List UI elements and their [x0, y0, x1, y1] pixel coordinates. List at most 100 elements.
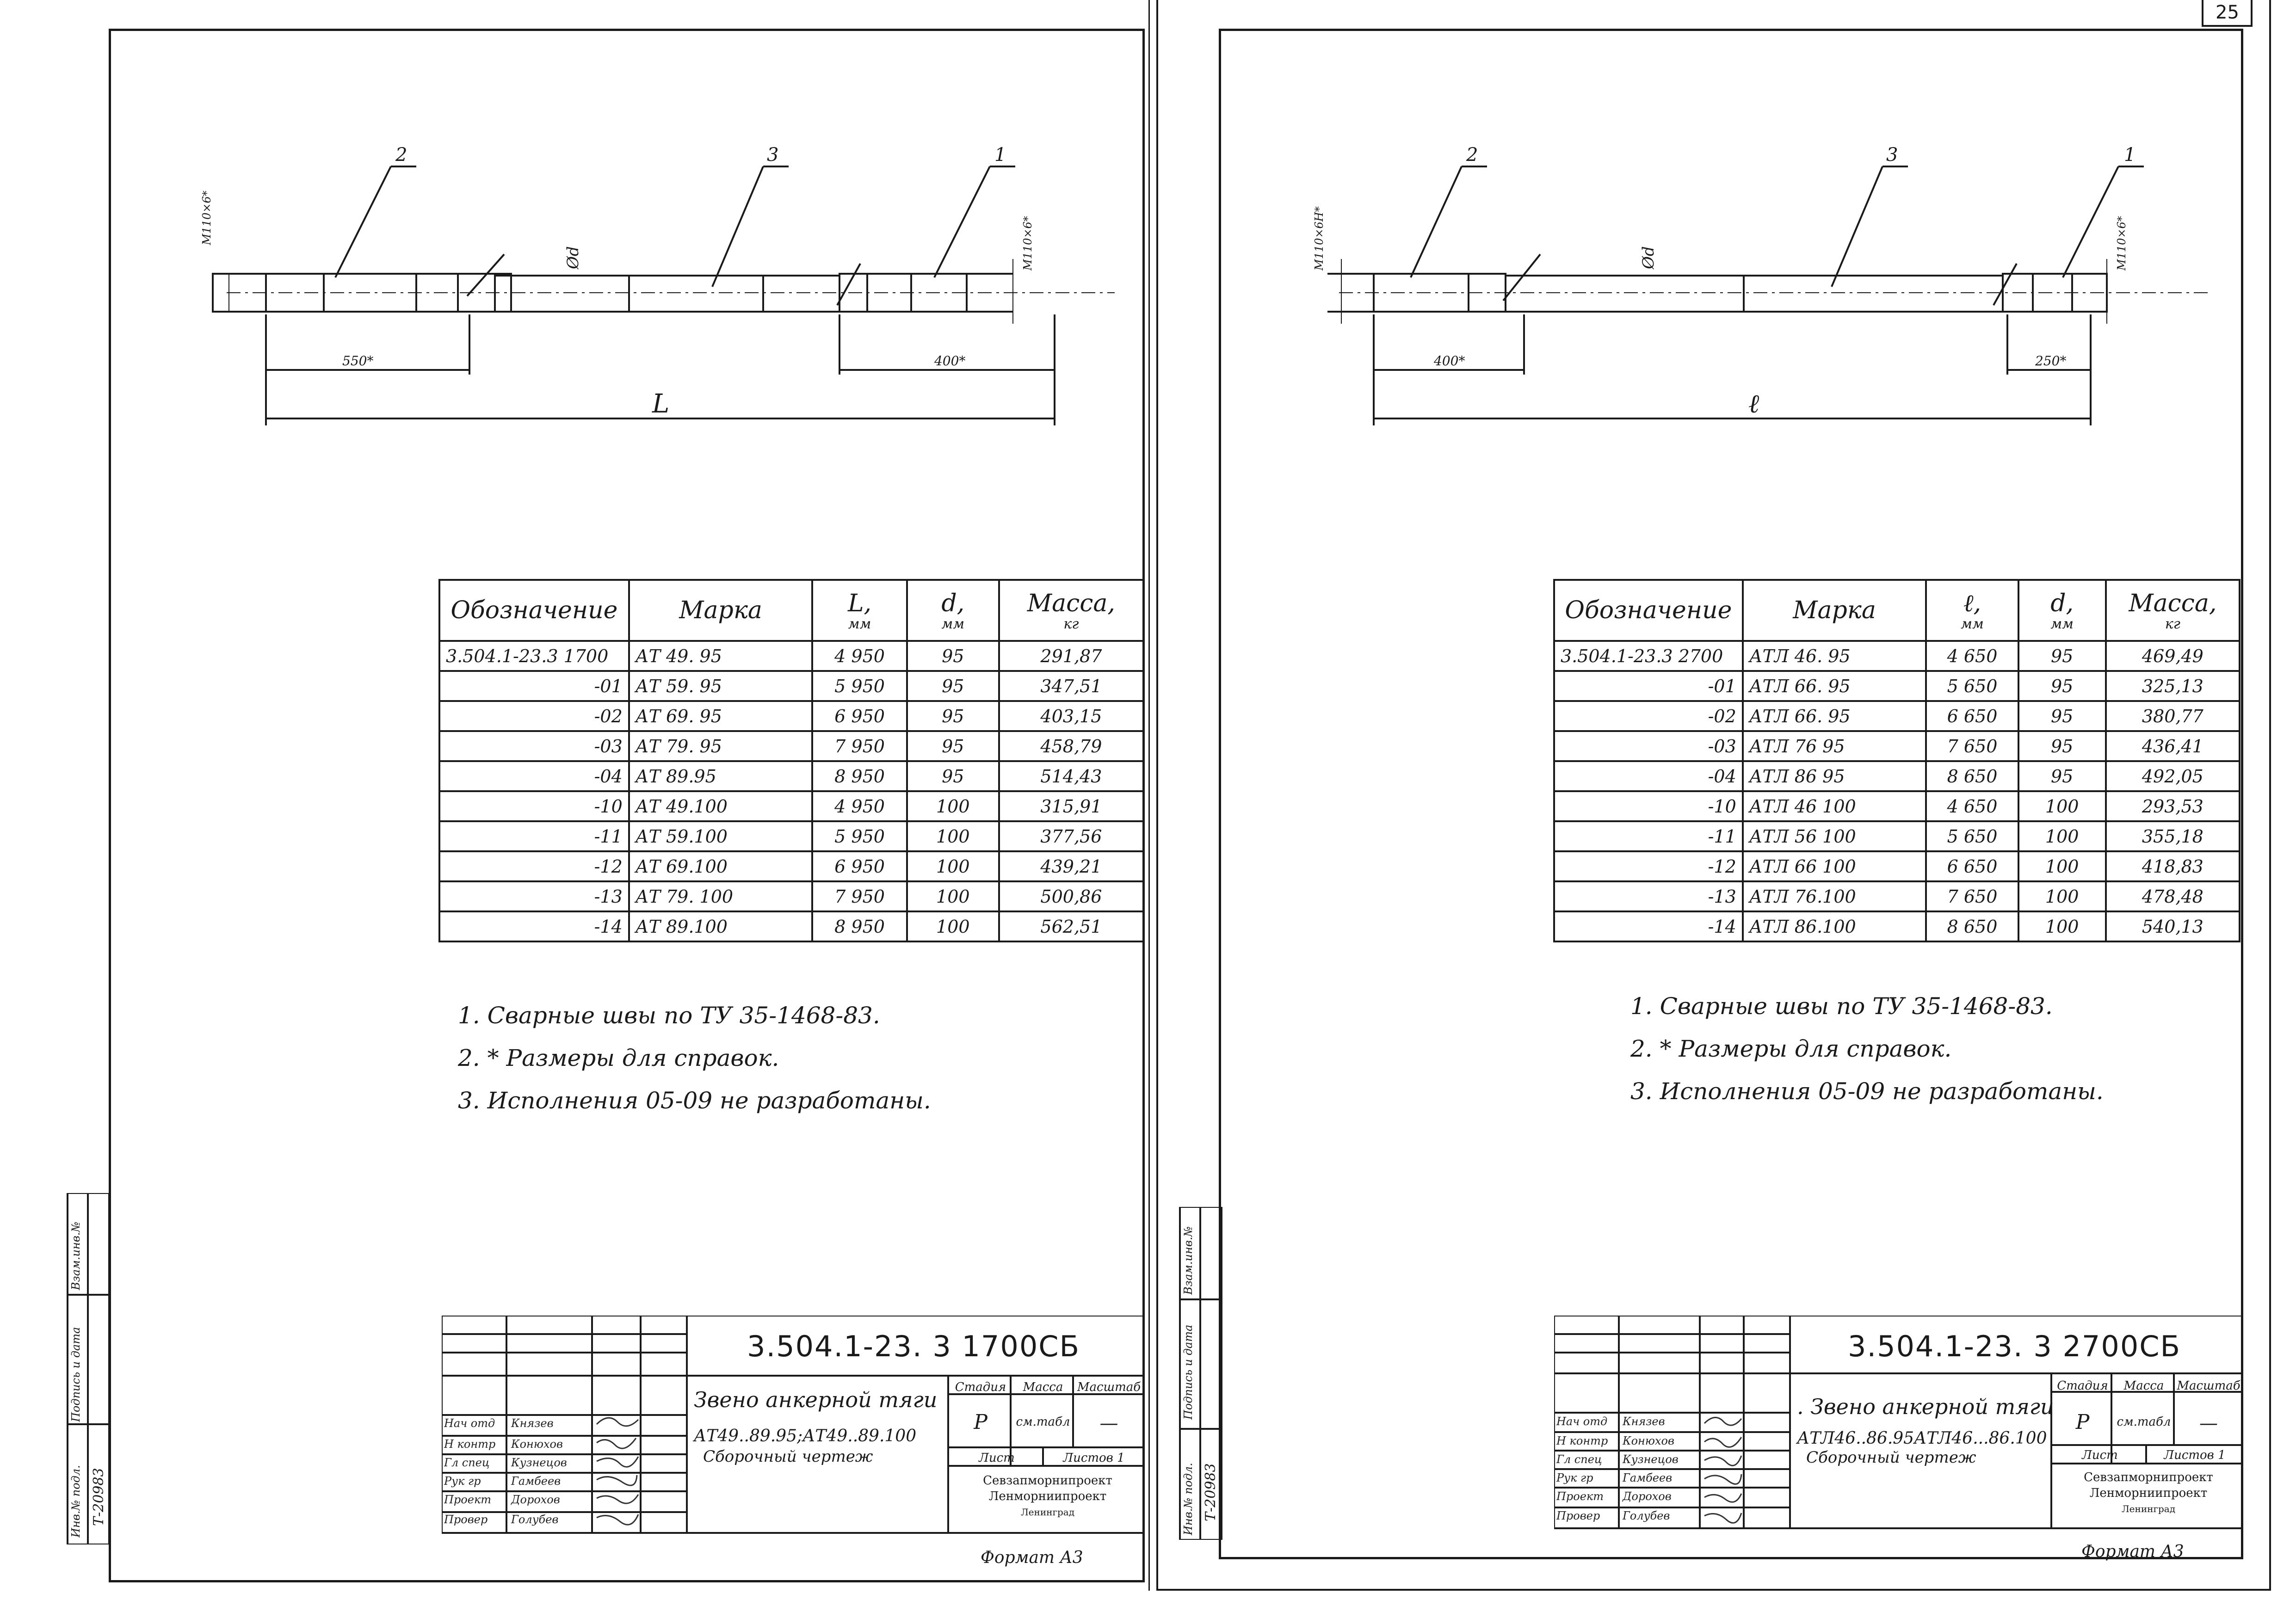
right-mass-value: см.табл [2117, 1415, 2171, 1429]
right-side-label-sign: Подпись и дата [1182, 1324, 1195, 1420]
left-role-5: Проект [444, 1493, 492, 1506]
header-designation: Обозначение [438, 579, 630, 642]
right-role-2: Н контр [1556, 1434, 1608, 1447]
left-role-2: Н контр [444, 1438, 496, 1451]
right-thread-right: M110×6* [2115, 216, 2128, 271]
left-name-5: Дорохов [511, 1493, 560, 1506]
left-format-label: Формат А3 [981, 1548, 1083, 1567]
right-title-subname: АТЛ46..86.95АТЛ46...86.100 [1797, 1429, 2047, 1448]
header-length: ℓ,мм [1925, 579, 2019, 642]
right-stage-label: Стадия [2057, 1379, 2108, 1393]
left-name-3: Кузнецов [511, 1456, 567, 1469]
left-name-4: Гамбеев [511, 1475, 561, 1488]
right-role-5: Проект [1556, 1490, 1604, 1503]
left-title-block-grid [442, 1316, 1145, 1534]
note-3: 3. Исполнения 05-09 не разработаны. [458, 1087, 931, 1114]
left-sheets-label: Листов 1 [1063, 1451, 1125, 1465]
header-length: L,мм [811, 579, 908, 642]
right-name-1: Князев [1623, 1415, 1665, 1428]
right-mass-label: Масса [2123, 1379, 2164, 1393]
right-role-1: Нач отд [1556, 1415, 1608, 1428]
left-dim-left: 550* [342, 353, 373, 369]
header-mass: Масса,кг [998, 579, 1145, 642]
right-side-strip [1179, 1207, 1222, 1540]
right-role-4: Рук гр [1556, 1471, 1593, 1484]
left-organization: Севзапморнипроект Ленморниипроект Ленинг… [983, 1474, 1112, 1518]
header-diameter: d,мм [2017, 579, 2107, 642]
right-format-label: Формат А3 [2081, 1542, 2184, 1561]
left-side-strip [67, 1193, 110, 1544]
right-notes: 1. Сварные швы по ТУ 35-1468-83. 2. * Ра… [1630, 985, 2104, 1113]
right-title-block-grid [1554, 1316, 2243, 1529]
header-mark: Марка [1741, 579, 1927, 642]
right-signatures [1703, 1417, 1742, 1524]
right-diameter-label: Ød [1639, 246, 1658, 270]
left-thread-right: M110×6* [1021, 216, 1034, 271]
right-side-label-inv: Инв.№ подл. [1182, 1463, 1195, 1535]
note-2: 2. * Размеры для справок. [1630, 1035, 1952, 1062]
left-sheet-outer-frame [0, 0, 1150, 1591]
left-side-inv-number: Т-20983 [91, 1468, 107, 1526]
left-title-doctype: Сборочный чертеж [703, 1447, 873, 1466]
right-callout-1: 1 [2124, 144, 2136, 166]
note-2: 2. * Размеры для справок. [458, 1045, 779, 1071]
right-scale-value: — [2199, 1413, 2218, 1434]
left-notes: 1. Сварные швы по ТУ 35-1468-83. 2. * Ра… [458, 994, 931, 1122]
left-callout-3: 3 [767, 144, 778, 166]
left-name-6: Голубев [511, 1513, 559, 1526]
right-title-name: . Звено анкерной тяги [1797, 1394, 2054, 1419]
left-side-label-inv: Инв.№ подл. [69, 1465, 82, 1538]
left-name-2: Конюхов [511, 1438, 563, 1451]
right-name-4: Гамбеев [1623, 1471, 1673, 1484]
left-dim-total: L [652, 389, 669, 419]
right-title-code: 3.504.1-23. 3 2700СБ [1848, 1329, 2181, 1363]
note-3: 3. Исполнения 05-09 не разработаны. [1630, 1078, 2104, 1105]
right-name-6: Голубев [1623, 1509, 1670, 1522]
header-mark: Марка [628, 579, 814, 642]
right-name-5: Дорохов [1623, 1490, 1672, 1503]
right-role-3: Гл спец [1556, 1453, 1602, 1466]
page-number-box [2202, 0, 2253, 27]
right-organization: Севзапморнипроект Ленморниипроект Ленинг… [2084, 1470, 2213, 1514]
right-side-label-replace: Взам.инв.№ [1182, 1226, 1195, 1295]
left-side-label-sign: Подпись и дата [69, 1327, 82, 1422]
right-dim-right: 250* [2035, 353, 2066, 369]
left-signatures [596, 1417, 639, 1526]
left-role-6: Провер [444, 1513, 488, 1526]
note-1: 1. Сварные швы по ТУ 35-1468-83. [1630, 993, 2053, 1020]
right-stage-value: Р [2075, 1410, 2090, 1434]
header-designation: Обозначение [1553, 579, 1744, 642]
page-number: 25 [2216, 2, 2239, 23]
right-spec-table: Обозначение Марка ℓ,мм d,мм Масса,кг 3.5… [1553, 579, 2241, 942]
right-side-inv-number: Т-20983 [1203, 1463, 1219, 1521]
left-thread-left: M110×6* [200, 191, 213, 246]
note-1: 1. Сварные швы по ТУ 35-1468-83. [458, 1002, 880, 1029]
left-title-code: 3.504.1-23. 3 1700СБ [747, 1329, 1080, 1363]
left-title-subname: АТ49..89.95;АТ49..89.100 [694, 1427, 917, 1446]
right-scale-label: Масштаб [2177, 1379, 2240, 1393]
right-dim-total: ℓ [1748, 389, 1759, 419]
left-dim-right: 400* [934, 353, 965, 369]
right-title-doctype: Сборочный чертеж [1806, 1448, 1976, 1467]
left-stage-value: Р [974, 1410, 988, 1434]
left-title-name: Звено анкерной тяги [694, 1387, 938, 1412]
right-sheets-label: Листов 1 [2164, 1448, 2226, 1462]
right-anchor-rod-drawing: 2 3 1 Ød M110×6Н* M110×6* 400* 250* ℓ [1313, 144, 2211, 425]
left-role-1: Нач отд [444, 1417, 495, 1430]
left-side-label-replace: Взам.инв.№ [69, 1221, 82, 1290]
